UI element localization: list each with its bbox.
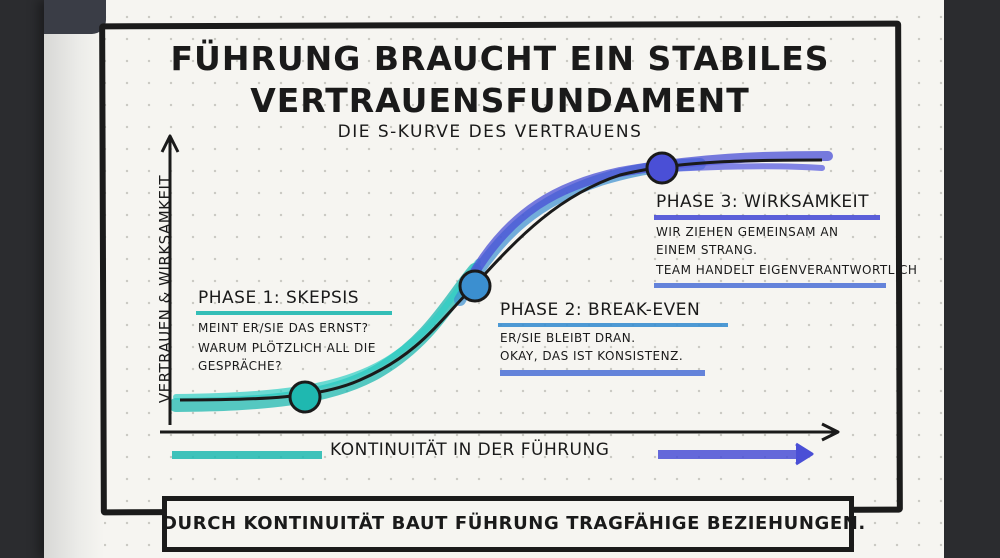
phase-2-line-2: OKAY, DAS IST KONSISTENZ. xyxy=(500,349,684,363)
phase-3-line-1: WIR ZIEHEN GEMEINSAM AN xyxy=(656,225,839,239)
title-line-1: FÜHRUNG BRAUCHT EIN STABILES xyxy=(170,39,830,78)
phase-1-line-3: GESPRÄCHE? xyxy=(198,359,282,373)
x-label-arrow-icon xyxy=(795,442,814,466)
indigo-highlight-stroke xyxy=(465,151,833,285)
x-axis-arrowhead xyxy=(821,422,840,442)
phase-2-underline xyxy=(498,323,728,327)
x-label-teal-stroke xyxy=(172,451,322,459)
phase-1-marker xyxy=(288,380,322,414)
y-axis-arrowhead xyxy=(160,134,180,153)
phase-3-line-2: EINEM STRANG. xyxy=(656,243,758,257)
phase-2-marker xyxy=(458,269,492,303)
phase-3-title: PHASE 3: WIRKSAMKEIT xyxy=(656,192,870,212)
x-label-indigo-stroke xyxy=(658,450,798,459)
phase-3-bottom-stroke xyxy=(654,283,886,288)
phase-3-underline xyxy=(654,215,880,220)
notebook-binding xyxy=(44,0,104,558)
notebook-strap xyxy=(44,0,106,34)
phase-2-title: PHASE 2: BREAK-EVEN xyxy=(500,300,701,320)
phase-2-bottom-stroke xyxy=(500,370,705,376)
phase-1-line-2: WARUM PLÖTZLICH ALL DIE xyxy=(198,341,376,355)
phase-1-line-1: MEINT ER/SIE DAS ERNST? xyxy=(198,321,369,335)
phase-1-title: PHASE 1: SKEPSIS xyxy=(198,288,360,308)
x-axis-label: KONTINUITÄT IN DER FÜHRUNG xyxy=(330,440,610,460)
y-axis-label: VERTRAUEN & WIRKSAMKEIT xyxy=(156,174,174,404)
phase-3-marker xyxy=(645,151,679,185)
footer-statement: DURCH KONTINUITÄT BAUT FÜHRUNG TRAGFÄHIG… xyxy=(162,513,866,534)
teal-highlight-stroke-2 xyxy=(173,259,481,400)
phase-1-underline xyxy=(196,311,392,315)
footer-box xyxy=(162,496,854,552)
subtitle: DIE S-KURVE DES VERTRAUENS xyxy=(337,122,643,142)
phase-3-line-3: TEAM HANDELT EIGENVERANTWORTLICH xyxy=(656,263,918,277)
notebook-page xyxy=(44,0,944,558)
phase-2-line-1: ER/SIE BLEIBT DRAN. xyxy=(500,331,636,345)
title-line-2: VERTRAUENSFUNDAMENT xyxy=(250,81,750,120)
